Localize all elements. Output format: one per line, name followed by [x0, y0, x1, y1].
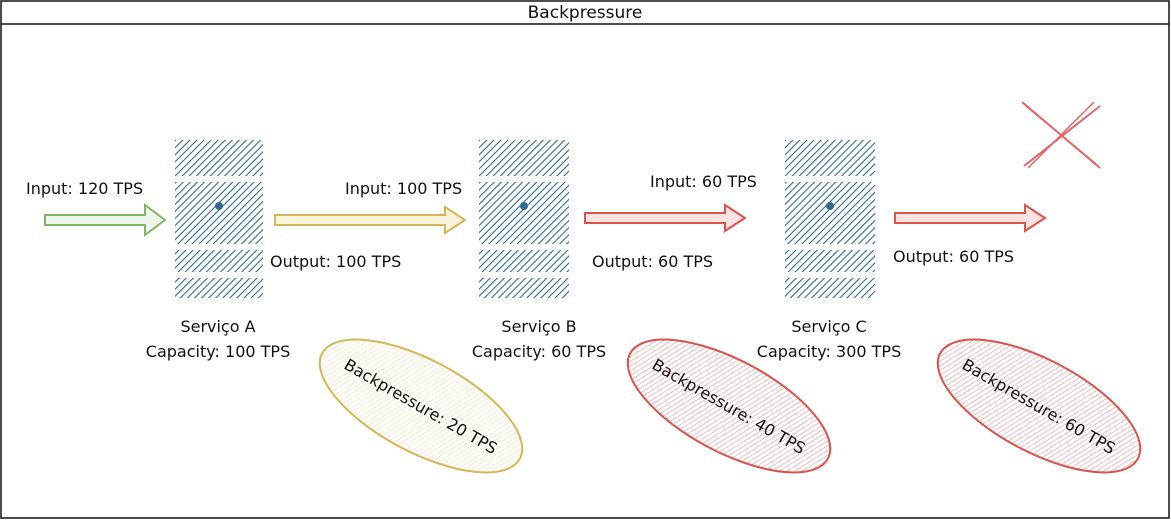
diagram-title: Backpressure	[528, 3, 643, 23]
server-icon	[175, 140, 263, 298]
arrow-green	[44, 203, 167, 237]
server-icon	[785, 140, 875, 298]
backpressure-ellipse-red-1	[626, 338, 832, 474]
service-name-a: Serviço A	[180, 317, 255, 336]
service-name-b: Serviço B	[501, 317, 576, 336]
server-icon	[479, 140, 569, 298]
service-capacity-c: Capacity: 300 TPS	[757, 342, 901, 361]
service-capacity-b: Capacity: 60 TPS	[472, 342, 606, 361]
arrow-red-1	[584, 203, 747, 233]
input-label-b: Input: 100 TPS	[345, 179, 462, 198]
output-label-a: Output: 100 TPS	[270, 252, 401, 271]
input-label-a: Input: 120 TPS	[26, 179, 143, 198]
backpressure-ellipse-yellow	[318, 338, 524, 474]
service-capacity-a: Capacity: 100 TPS	[146, 342, 290, 361]
input-label-c: Input: 60 TPS	[650, 172, 757, 191]
arrow-yellow	[274, 205, 467, 235]
backpressure-ellipse-red-2	[936, 338, 1142, 474]
output-label-b: Output: 60 TPS	[592, 252, 713, 271]
cross-icon	[1021, 101, 1101, 169]
output-label-c: Output: 60 TPS	[893, 247, 1014, 266]
service-name-c: Serviço C	[791, 317, 866, 336]
arrow-red-2	[894, 203, 1047, 233]
